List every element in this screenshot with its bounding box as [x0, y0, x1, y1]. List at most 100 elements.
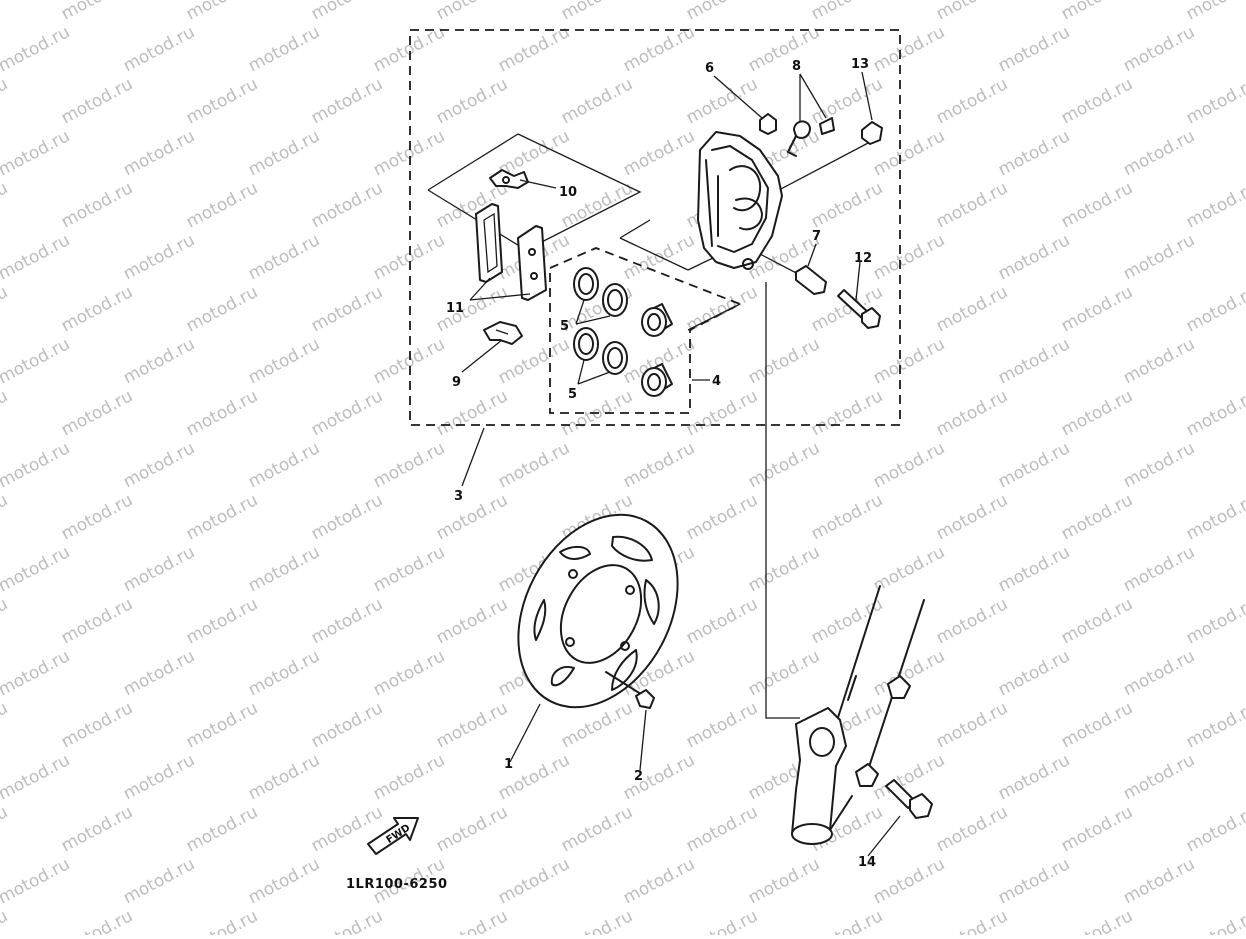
watermark-text: motod.ru [433, 490, 511, 544]
watermark-text: motod.ru [245, 22, 323, 76]
watermark-text: motod.ru [683, 386, 761, 440]
watermark-text: motod.ru [0, 594, 11, 648]
watermark-text: motod.ru [245, 646, 323, 700]
watermark-text: motod.ru [1183, 594, 1246, 648]
watermark-text: motod.ru [433, 74, 511, 128]
watermark-text: motod.ru [0, 750, 73, 804]
caliper-bolt [837, 289, 881, 329]
watermark-text: motod.ru [933, 594, 1011, 648]
watermark-text: motod.ru [433, 802, 511, 856]
watermark-text: motod.ru [120, 542, 198, 596]
watermark-text: motod.ru [370, 126, 448, 180]
watermark-text: motod.ru [0, 542, 73, 596]
watermark-text: motod.ru [0, 126, 73, 180]
watermark-text: motod.ru [870, 854, 948, 908]
watermark-text: motod.ru [308, 594, 386, 648]
watermark-text: motod.ru [308, 282, 386, 336]
watermark-text: motod.ru [58, 906, 136, 935]
watermark-text: motod.ru [183, 74, 261, 128]
watermark-text: motod.ru [558, 0, 636, 24]
watermark-text: motod.ru [0, 178, 11, 232]
watermark-text: motod.ru [620, 126, 698, 180]
watermark-text: motod.ru [1120, 230, 1198, 284]
watermark-text: motod.ru [120, 230, 198, 284]
watermark-text: motod.ru [0, 0, 11, 24]
watermark-text: motod.ru [995, 22, 1073, 76]
watermark-text: motod.ru [1120, 750, 1198, 804]
watermark-text: motod.ru [120, 334, 198, 388]
watermark-text: motod.ru [495, 854, 573, 908]
watermark-text: motod.ru [433, 594, 511, 648]
watermark-text: motod.ru [120, 438, 198, 492]
watermark-text: motod.ru [1183, 698, 1246, 752]
watermark-text: motod.ru [995, 646, 1073, 700]
watermark-text: motod.ru [1058, 74, 1136, 128]
watermark-text: motod.ru [370, 750, 448, 804]
watermark-text: motod.ru [933, 178, 1011, 232]
watermark-text: motod.ru [1183, 0, 1246, 24]
watermark-text: motod.ru [433, 698, 511, 752]
watermark-text: motod.ru [183, 178, 261, 232]
watermark-text: motod.ru [995, 438, 1073, 492]
watermark-text: motod.ru [870, 646, 948, 700]
watermark-text: motod.ru [308, 178, 386, 232]
watermark-text: motod.ru [120, 22, 198, 76]
watermark-text: motod.ru [308, 698, 386, 752]
watermark-text: motod.ru [870, 334, 948, 388]
watermark-text: motod.ru [1058, 594, 1136, 648]
watermark-text: motod.ru [933, 0, 1011, 24]
callout-3: 3 [454, 489, 463, 504]
watermark-text: motod.ru [370, 230, 448, 284]
watermark-text: motod.ru [683, 698, 761, 752]
callout-1: 1 [504, 757, 513, 772]
watermark-text: motod.ru [933, 698, 1011, 752]
watermark-text: motod.ru [245, 542, 323, 596]
bleed-screw [787, 117, 835, 157]
watermark-text: motod.ru [1183, 74, 1246, 128]
watermark-text: motod.ru [58, 0, 136, 24]
watermark-text: motod.ru [870, 230, 948, 284]
seal-kit-box [549, 247, 743, 414]
watermark-text: motod.ru [0, 334, 73, 388]
piston-seals [573, 267, 628, 375]
pistons [641, 303, 673, 397]
watermark-text: motod.ru [933, 490, 1011, 544]
watermark-text: motod.ru [433, 386, 511, 440]
watermark-text: motod.ru [183, 282, 261, 336]
callout-12: 12 [854, 251, 872, 266]
watermark-text: motod.ru [1058, 906, 1136, 935]
watermark-text: motod.ru [58, 698, 136, 752]
watermark-text: motod.ru [0, 386, 11, 440]
callout-5-upper: 5 [560, 319, 569, 334]
part-code: 1LR100-6250 [346, 877, 448, 892]
callout-8: 8 [792, 59, 801, 74]
watermark-text: motod.ru [1183, 802, 1246, 856]
callout-10: 10 [559, 185, 577, 200]
watermark-text: motod.ru [245, 334, 323, 388]
watermark-text: motod.ru [683, 0, 761, 24]
watermark-text: motod.ru [745, 438, 823, 492]
watermark-text: motod.ru [0, 698, 11, 752]
watermark-text: motod.ru [0, 438, 73, 492]
watermark-text: motod.ru [808, 386, 886, 440]
watermark-text: motod.ru [245, 854, 323, 908]
watermark-text: motod.ru [120, 126, 198, 180]
callout-13: 13 [851, 57, 869, 72]
watermark-text: motod.ru [808, 906, 886, 935]
front-fork [791, 585, 925, 845]
watermark-text: motod.ru [245, 750, 323, 804]
watermark-text: motod.ru [995, 334, 1073, 388]
watermark-text: motod.ru [0, 854, 73, 908]
watermark-text: motod.ru [995, 542, 1073, 596]
watermark-text: motod.ru [1058, 0, 1136, 24]
watermark-text: motod.ru [245, 126, 323, 180]
watermark-text: motod.ru [370, 438, 448, 492]
brake-pad-left [475, 203, 503, 283]
watermark-text: motod.ru [1183, 386, 1246, 440]
brake-pad-right [517, 225, 547, 301]
watermark-text: motod.ru [745, 854, 823, 908]
watermark-text: motod.ru [745, 334, 823, 388]
watermark-text: motod.ru [870, 438, 948, 492]
watermark-text: motod.ru [995, 750, 1073, 804]
watermark-text: motod.ru [808, 0, 886, 24]
